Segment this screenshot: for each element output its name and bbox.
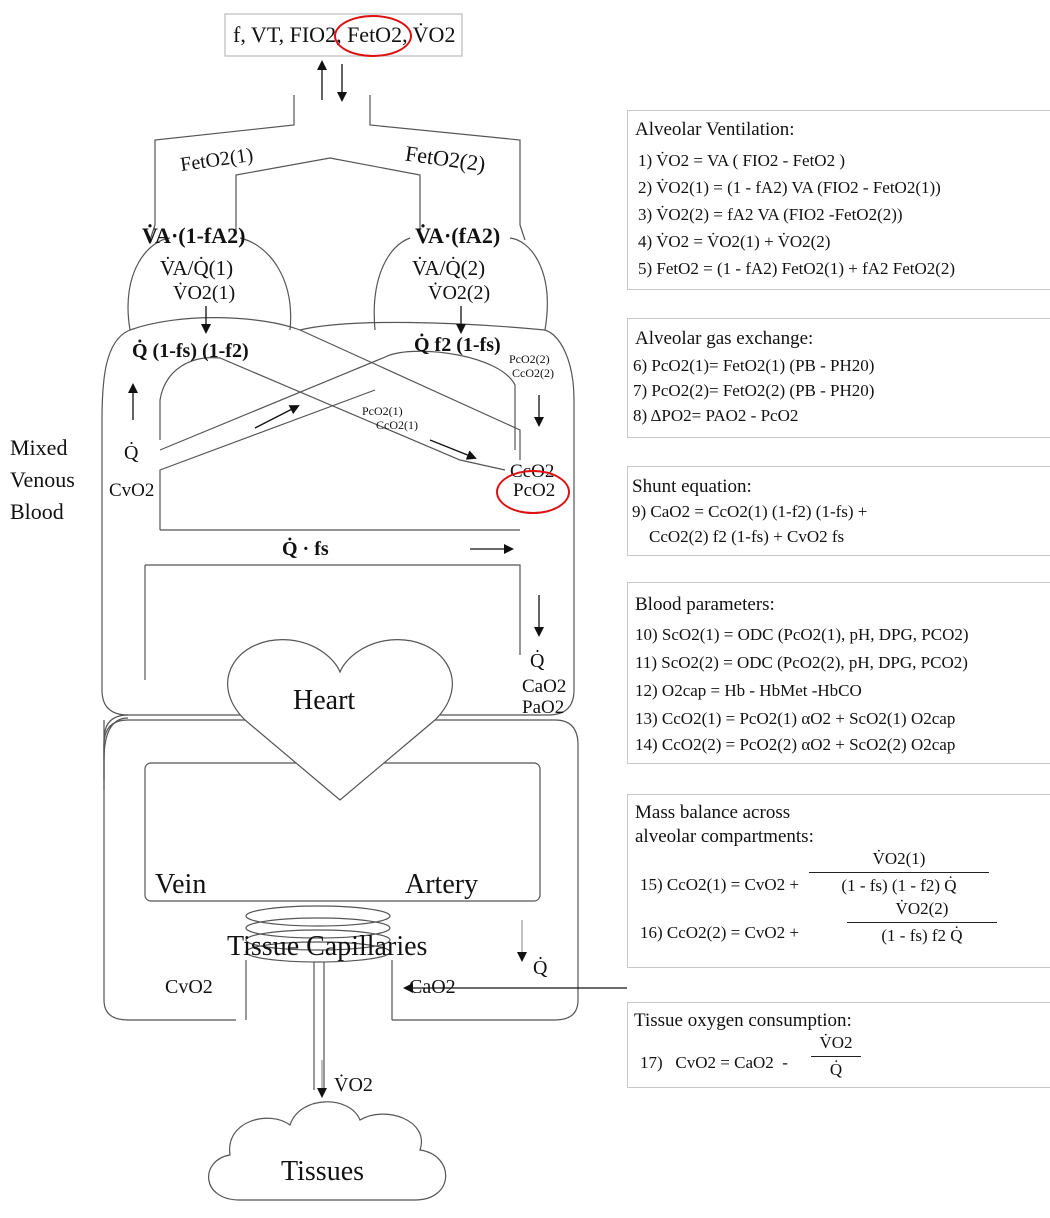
va2-label: V̇A·(fA2) <box>415 223 501 248</box>
pao2-right-label: PaO2 <box>522 697 565 718</box>
panel-title: Shunt equation: <box>632 476 752 497</box>
panel-title: Tissue oxygen consumption: <box>634 1010 852 1031</box>
panel-mass-balance: Mass balance across alveolar compartment… <box>627 794 1050 968</box>
equation-17-left: 17) CvO2 = CaO2 - <box>640 1053 788 1072</box>
vaq1-label: V̇A/Q̇(1) <box>160 256 234 280</box>
equation-12: 12) O2cap = Hb - HbMet -HbCO <box>635 681 862 700</box>
equation-6: 6) PcO2(1)= FetO2(1) (PB - PH20) <box>633 356 875 375</box>
panel-alveolar-gas-exchange: Alveolar gas exchange: 6) PcO2(1)= FetO2… <box>627 318 1050 438</box>
equation-13: 13) CcO2(1) = PcO2(1) αO2 + ScO2(1) O2ca… <box>635 709 956 728</box>
mixed-venous-line-3: Blood <box>10 499 64 524</box>
tissue-capillaries-label: Tissue Capillaries <box>227 931 428 962</box>
equation-11: 11) ScO2(2) = ODC (PcO2(2), pH, DPG, PCO… <box>635 653 968 672</box>
panel-title: Alveolar Ventilation: <box>635 119 795 140</box>
equation-8: 8) ΔPO2= PAO2 - PcO2 <box>633 406 799 425</box>
vaq2-label: V̇A/Q̇(2) <box>412 256 486 280</box>
q1-flow-label: Q̇ (1-fs) (1-f2) <box>132 340 249 362</box>
q-left-label: Q̇ <box>124 442 139 464</box>
equation-16-fraction: V̇O2(2) (1 - fs) f2 Q̇ <box>847 899 997 946</box>
fraction-bar <box>847 922 997 923</box>
mixed-venous-line-1: Mixed <box>10 435 68 460</box>
vein-label: Vein <box>155 869 207 900</box>
pco2-1-label: PcO2(1) <box>362 404 403 418</box>
q-capillary-label: Q̇ <box>533 957 548 979</box>
pco2-2-label: PcO2(2) <box>509 352 550 366</box>
equation-16-denominator: (1 - fs) f2 Q̇ <box>881 926 963 945</box>
q-right-label: Q̇ <box>530 650 545 672</box>
va1-label: V̇A·(1-fA2) <box>142 223 246 248</box>
equation-16-numerator: V̇O2(2) <box>895 899 949 918</box>
vo2-bottom-label: V̇O2 <box>334 1074 373 1096</box>
equation-3: 3) V̇O2(2) = fA2 VA (FIO2 -FetO2(2)) <box>638 205 903 224</box>
heart-label: Heart <box>293 685 356 716</box>
mixed-venous-line-2: Venous <box>10 467 75 492</box>
equation-9-line-1: 9) CaO2 = CcO2(1) (1-f2) (1-fs) + <box>632 502 868 521</box>
panel-tissue-oxygen-consumption: Tissue oxygen consumption: 17) CvO2 = Ca… <box>627 1002 1050 1088</box>
equation-17-fraction: V̇O2 Q̇ <box>811 1033 861 1080</box>
fraction-bar <box>809 872 989 873</box>
cao2-right-label: CaO2 <box>522 676 567 697</box>
q2-flow-label: Q̇ f2 (1-fs) <box>414 334 501 356</box>
tissues-cloud <box>208 1101 447 1201</box>
panel-shunt-equation: Shunt equation: 9) CaO2 = CcO2(1) (1-f2)… <box>627 466 1050 556</box>
vo2-2-label: V̇O2(2) <box>428 282 491 304</box>
cco2-1-label: CcO2(1) <box>376 418 418 432</box>
equation-15-denominator: (1 - fs) (1 - f2) Q̇ <box>841 876 957 895</box>
artery-label: Artery <box>405 869 479 900</box>
tissues-label: Tissues <box>281 1156 365 1187</box>
equation-16-left: 16) CcO2(2) = CvO2 + <box>640 923 799 942</box>
equation-4: 4) V̇O2 = V̇O2(1) + V̇O2(2) <box>638 232 831 251</box>
heart-shape <box>227 639 453 801</box>
equation-14: 14) CcO2(2) = PcO2(2) αO2 + ScO2(2) O2ca… <box>635 735 956 754</box>
equation-1: 1) V̇O2 = VA ( FIO2 - FetO2 ) <box>638 151 845 170</box>
equation-17-denominator: Q̇ <box>829 1060 843 1079</box>
equation-10: 10) ScO2(1) = ODC (PcO2(1), pH, DPG, PCO… <box>635 625 969 644</box>
equation-15-fraction: V̇O2(1) (1 - fs) (1 - f2) Q̇ <box>809 849 989 896</box>
panel-title: Alveolar gas exchange: <box>635 328 814 349</box>
cvo2-left-label: CvO2 <box>109 480 155 501</box>
equation-15-left: 15) CcO2(1) = CvO2 + <box>640 875 799 894</box>
panel-alveolar-ventilation: Alveolar Ventilation: 1) V̇O2 = VA ( FIO… <box>627 110 1050 290</box>
panel-title-line-2: alveolar compartments: <box>635 826 814 847</box>
pco2-highlight-circle <box>496 470 570 514</box>
cao2-bottom-label: CaO2 <box>409 976 456 998</box>
q-fs-label: Q̇ · fs <box>282 538 329 560</box>
mixed-venous-blood-label: Mixed Venous Blood <box>10 432 75 528</box>
cvo2-bottom-label: CvO2 <box>165 976 213 998</box>
equation-15-numerator: V̇O2(1) <box>872 849 926 868</box>
panel-title: Blood parameters: <box>635 594 775 615</box>
equation-9-line-2: CcO2(2) f2 (1-fs) + CvO2 fs <box>632 527 845 546</box>
fetO2-highlight-circle <box>334 15 412 57</box>
panel-title-line-1: Mass balance across <box>635 802 791 823</box>
equation-17-numerator: V̇O2 <box>819 1033 853 1052</box>
equation-2: 2) V̇O2(1) = (1 - fA2) VA (FIO2 - FetO2(… <box>638 178 941 197</box>
vo2-1-label: V̇O2(1) <box>173 282 236 304</box>
top-box <box>224 13 463 57</box>
panel-blood-parameters: Blood parameters: 10) ScO2(1) = ODC (PcO… <box>627 582 1050 764</box>
fraction-bar <box>811 1056 861 1057</box>
cco2-2-label: CcO2(2) <box>512 366 554 380</box>
equation-7: 7) PcO2(2)= FetO2(2) (PB - PH20) <box>633 381 875 400</box>
equation-5: 5) FetO2 = (1 - fA2) FetO2(1) + fA2 FetO… <box>638 259 956 278</box>
